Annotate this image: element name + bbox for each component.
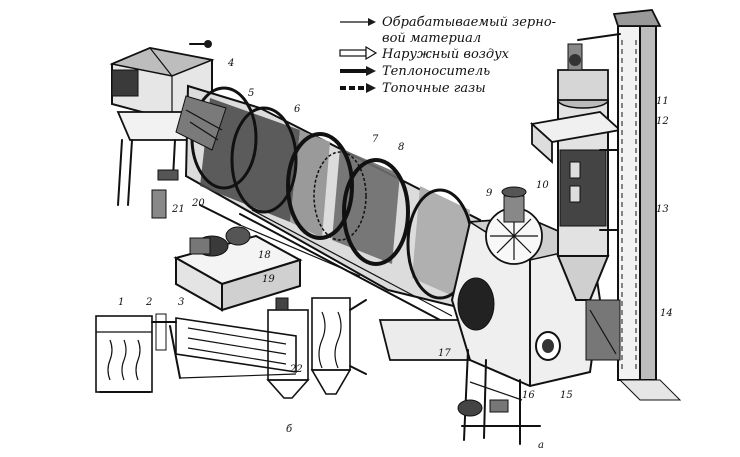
callout-19: 19: [262, 274, 275, 285]
callout-7: 7: [372, 134, 379, 145]
legend-item-grain: Обрабатываемый зерно-: [340, 15, 556, 30]
legend-label-heat: Теплоноситель: [382, 64, 490, 79]
callout-10: 10: [536, 180, 549, 191]
callout-1: 1: [118, 297, 124, 308]
callout-11: 11: [656, 96, 669, 107]
legend: Обрабатываемый зерно- вой материал Наруж…: [339, 15, 556, 96]
callout-6: 6: [294, 104, 301, 115]
callout-5: 5: [248, 88, 254, 99]
callout-14: 14: [660, 308, 673, 319]
callout-16: 16: [522, 390, 535, 401]
callouts: 1 2 3 4 5 6 7 8 9 10 11 12 13 14 15 16 1…: [118, 58, 673, 401]
legend-item-air: Наружный воздух: [339, 45, 510, 62]
callout-15: 15: [560, 390, 573, 401]
callout-17: 17: [438, 348, 451, 359]
legend-label-air: Наружный воздух: [381, 47, 510, 62]
drive-unit: [173, 204, 361, 312]
callout-4: 4: [227, 58, 234, 69]
main-label: а: [538, 440, 544, 451]
exhaust-fan: [485, 186, 543, 265]
callout-8: 8: [398, 142, 404, 153]
legend-item-grain-cont: вой материал: [382, 31, 481, 46]
callout-22: 22: [289, 364, 303, 375]
legend-item-heat: Теплоноситель: [340, 64, 490, 79]
callout-13: 13: [656, 204, 669, 215]
cyclone-separator: [530, 43, 622, 301]
callout-9: 9: [486, 188, 493, 199]
legend-label-grain: Обрабатываемый зерно-: [382, 15, 556, 30]
callout-12: 12: [656, 116, 669, 127]
inset-scheme: [95, 297, 367, 399]
callout-2: 2: [145, 297, 152, 308]
callout-3: 3: [178, 297, 184, 308]
discharge-support: [457, 349, 541, 445]
legend-item-flue: Топочные газы: [340, 81, 486, 96]
legend-label-flue: Топочные газы: [382, 81, 486, 96]
legend-label-grain-cont: вой материал: [382, 31, 481, 46]
callout-20: 20: [191, 198, 205, 209]
base-rail: [239, 209, 472, 361]
callout-18: 18: [258, 250, 271, 261]
inset-label: б: [286, 424, 293, 435]
inlet-paddles: [175, 95, 227, 151]
right-base: [585, 299, 621, 361]
callout-21: 21: [171, 204, 185, 215]
bucket-elevator: [577, 9, 682, 401]
rotating-drum: [175, 84, 482, 312]
